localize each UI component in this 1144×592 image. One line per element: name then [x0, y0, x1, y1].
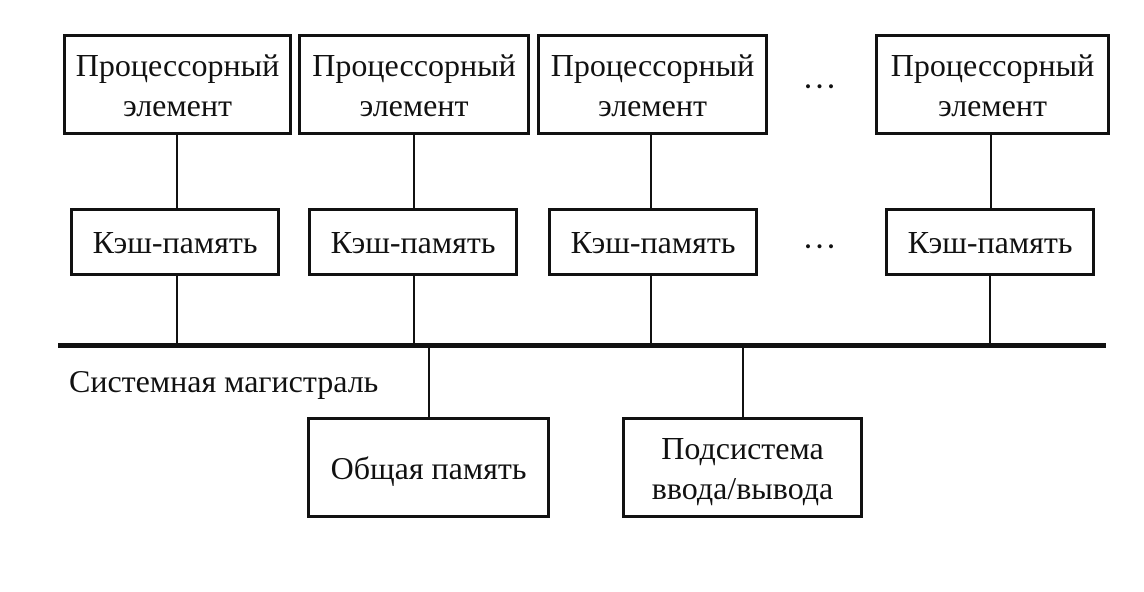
io-subsystem-box: Подсистема ввода/вывода: [622, 417, 863, 518]
cache-memory-box-2: Кэш-память: [308, 208, 518, 276]
connector-cache2-bus: [413, 276, 415, 343]
connector-pe3-cache3: [650, 135, 652, 208]
connector-pe2-cache2: [413, 135, 415, 208]
connector-pe4-cache4: [990, 135, 992, 208]
processor-element-box-4: Процессорный элемент: [875, 34, 1110, 135]
system-bus-line: [58, 343, 1106, 348]
shared-memory-box: Общая память: [307, 417, 550, 518]
connector-cache1-bus: [176, 276, 178, 343]
connector-bus-io-subsystem: [742, 348, 744, 417]
cache-memory-box-3: Кэш-память: [548, 208, 758, 276]
ellipsis-caches: ...: [803, 219, 839, 256]
processor-element-box-1: Процессорный элемент: [63, 34, 292, 135]
connector-cache3-bus: [650, 276, 652, 343]
cache-memory-box-1: Кэш-память: [70, 208, 280, 276]
connector-bus-shared-memory: [428, 348, 430, 417]
cache-memory-box-4: Кэш-память: [885, 208, 1095, 276]
connector-pe1-cache1: [176, 135, 178, 208]
system-bus-label: Системная магистраль: [69, 363, 379, 399]
processor-element-box-3: Процессорный элемент: [537, 34, 768, 135]
processor-element-box-2: Процессорный элемент: [298, 34, 530, 135]
ellipsis-processors: ...: [803, 59, 839, 96]
connector-cache4-bus: [989, 276, 991, 343]
